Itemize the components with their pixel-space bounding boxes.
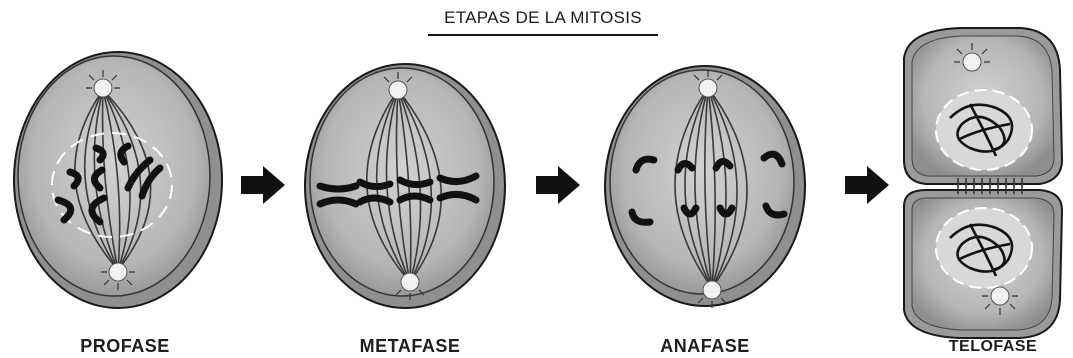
stage-label-profase: PROFASE (30, 336, 220, 357)
stage-label-telofase: TELOFASE (918, 338, 1068, 356)
profase-cell (14, 52, 222, 308)
arrow-1 (241, 166, 285, 204)
arrow-2 (536, 166, 580, 204)
arrow-3 (845, 166, 889, 204)
metafase-cell (305, 64, 505, 308)
telofase-cells (904, 28, 1062, 338)
stage-label-anafase: ANAFASE (615, 336, 795, 357)
anafase-cell (605, 66, 805, 308)
stage-label-metafase: METAFASE (320, 336, 500, 357)
